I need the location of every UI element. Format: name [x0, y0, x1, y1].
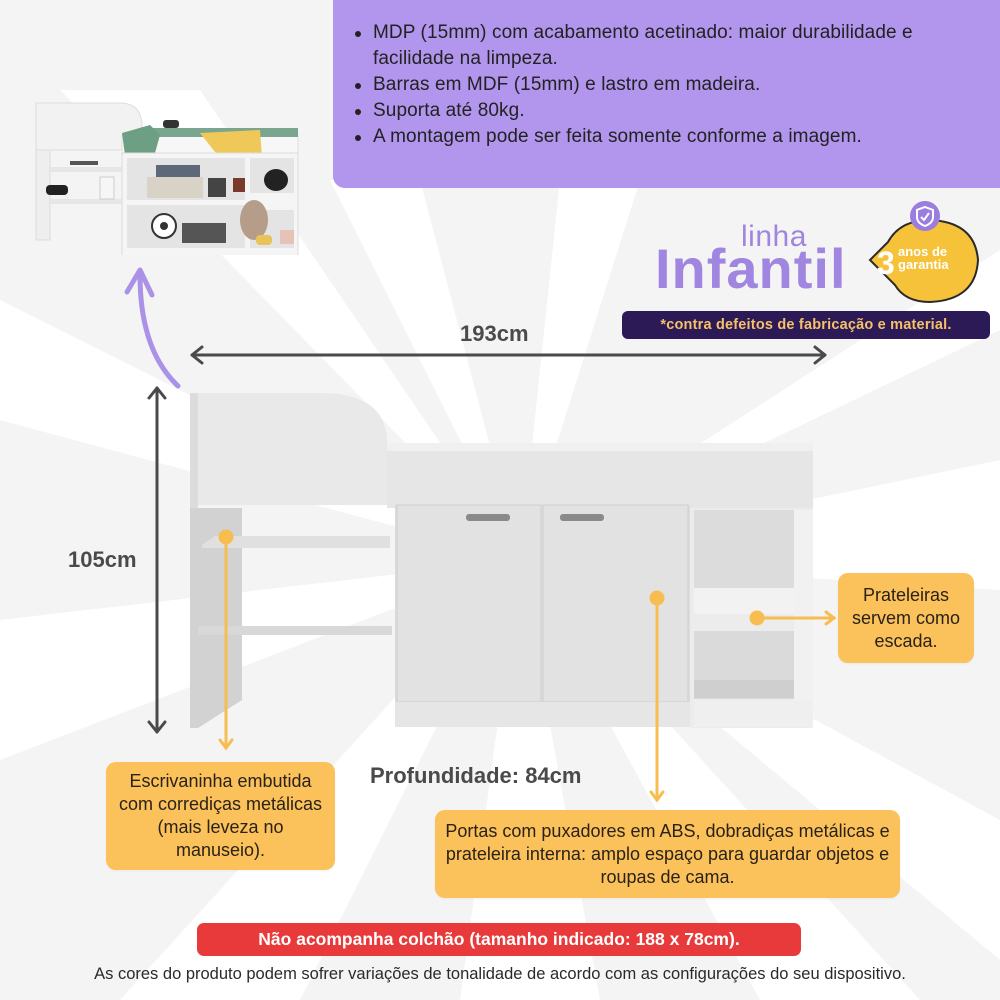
height-label: 105cm: [68, 547, 137, 572]
feature-item: Barras em MDF (15mm) e lastro em madeira…: [351, 72, 982, 98]
callout-shelves: Prateleiras servem como escada.: [838, 573, 974, 663]
color-disclaimer: As cores do produto podem sofrer variaçõ…: [94, 965, 906, 983]
callout-doors: Portas com puxadores em ABS, dobradiças …: [435, 810, 900, 898]
warranty-text-line1: anos de: [898, 244, 948, 259]
warranty-years: 3: [877, 245, 895, 281]
features-list: MDP (15mm) com acabamento acetinado: mai…: [351, 20, 982, 150]
shield-check-icon: [910, 201, 940, 231]
warranty-text-line2: garantia: [898, 257, 949, 272]
product-thumbnail: [35, 102, 299, 255]
brand-line-prefix: linha: [741, 220, 807, 253]
warranty-disclaimer: *contra defeitos de fabricação e materia…: [622, 311, 990, 339]
brand-line-name: Infantil: [655, 237, 847, 300]
feature-item: Suporta até 80kg.: [351, 98, 982, 124]
feature-item: MDP (15mm) com acabamento acetinado: mai…: [351, 20, 982, 72]
brand-logo: linha Infantil 3 anos de garantia: [655, 200, 985, 304]
width-label: 193cm: [460, 321, 529, 346]
feature-item: A montagem pode ser feita somente confor…: [351, 124, 982, 150]
callout-desk: Escrivaninha embutida com corrediças met…: [106, 762, 335, 870]
warranty-badge: [868, 201, 980, 304]
features-panel: MDP (15mm) com acabamento acetinado: mai…: [333, 0, 1000, 188]
mattress-warning-badge: Não acompanha colchão (tamanho indicado:…: [197, 923, 801, 956]
depth-label: Profundidade: 84cm: [370, 763, 582, 788]
